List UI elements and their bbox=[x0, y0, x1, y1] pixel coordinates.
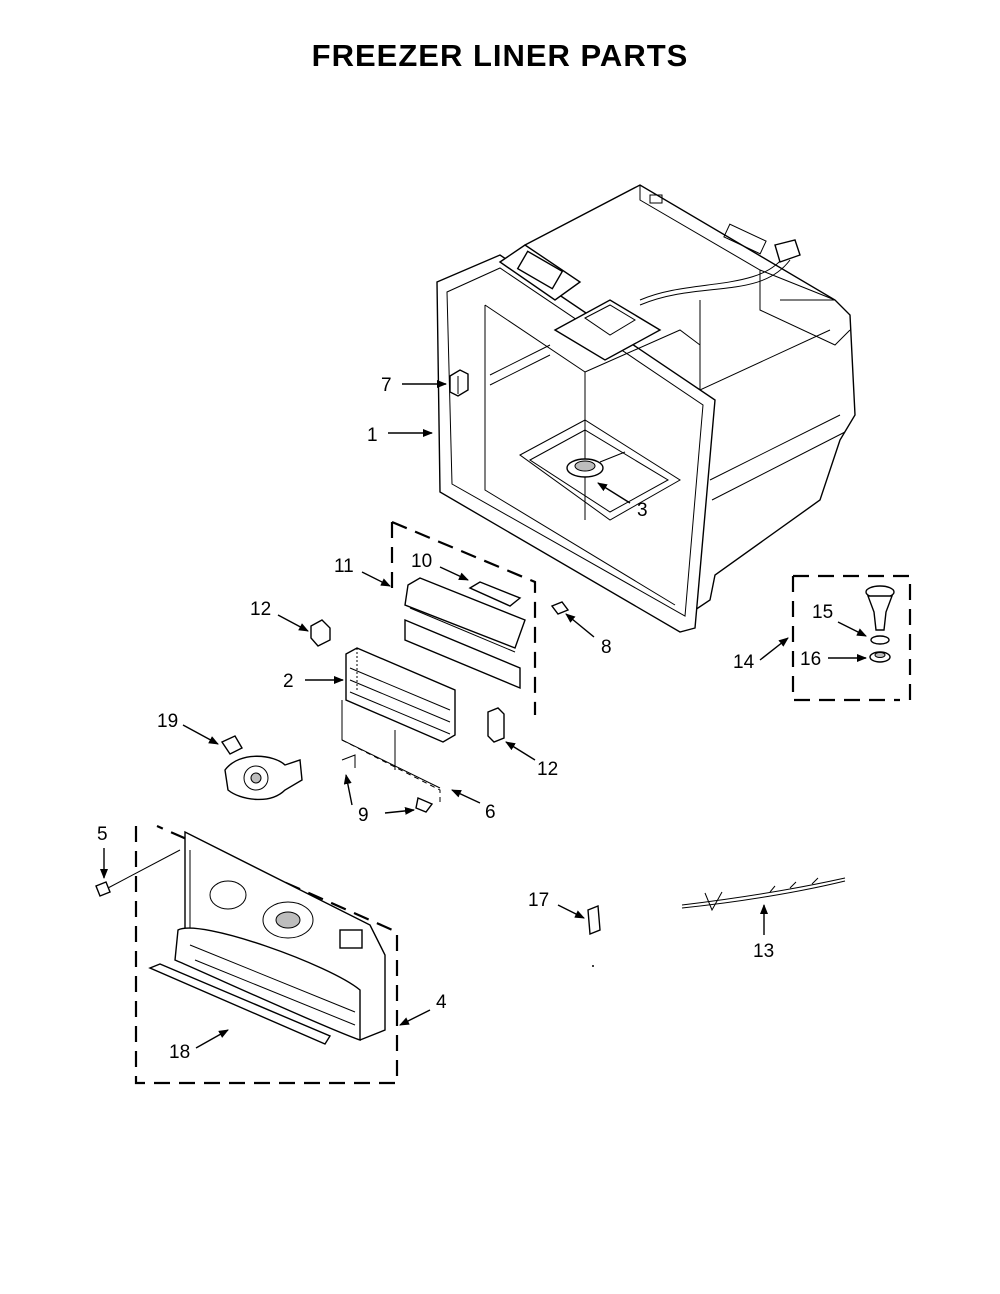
part-8-fitting bbox=[550, 601, 570, 615]
leader-14 bbox=[759, 637, 789, 661]
callout-13: 13 bbox=[753, 941, 774, 962]
part-12-clip-left bbox=[310, 619, 331, 647]
callout-7: 7 bbox=[381, 375, 392, 396]
callout-19: 19 bbox=[157, 711, 178, 732]
part-12-clip-right bbox=[487, 707, 505, 743]
part-18-trim-strip bbox=[148, 963, 332, 1045]
leader-10 bbox=[439, 566, 469, 581]
callout-18: 18 bbox=[169, 1042, 190, 1063]
leader-18 bbox=[195, 1029, 229, 1049]
part-5-screw bbox=[95, 849, 181, 897]
group-4-outline bbox=[134, 824, 399, 1085]
callout-8: 8 bbox=[601, 637, 612, 658]
part-2-evaporator bbox=[345, 647, 456, 743]
leader-6 bbox=[451, 789, 481, 804]
callout-1: 1 bbox=[367, 425, 378, 446]
leader-19 bbox=[182, 724, 219, 745]
part-17-connector bbox=[587, 904, 601, 967]
callout-14: 14 bbox=[733, 652, 755, 673]
leader-17 bbox=[557, 904, 585, 919]
leader-9-b bbox=[384, 806, 415, 815]
part-13-wire-harness bbox=[681, 877, 846, 912]
callout-9: 9 bbox=[358, 805, 369, 826]
callout-12-left: 12 bbox=[250, 599, 271, 620]
leader-12-left bbox=[277, 614, 309, 632]
leader-3 bbox=[597, 482, 631, 504]
leader-12-right bbox=[505, 741, 536, 761]
part-16-grommet bbox=[869, 651, 891, 663]
group-11-outline bbox=[390, 520, 537, 715]
leader-9-a bbox=[343, 774, 353, 806]
callout-5: 5 bbox=[97, 824, 108, 845]
part-19-fan-bracket bbox=[220, 735, 303, 801]
leader-8 bbox=[565, 613, 595, 638]
callout-17: 17 bbox=[528, 890, 549, 911]
callout-15: 15 bbox=[812, 602, 833, 623]
leader-15 bbox=[837, 621, 867, 637]
callout-4: 4 bbox=[436, 992, 447, 1013]
page-title: FREEZER LINER PARTS bbox=[311, 38, 689, 73]
callout-6: 6 bbox=[485, 802, 496, 823]
callout-10: 10 bbox=[411, 551, 432, 572]
group-14-outline bbox=[791, 574, 912, 702]
callout-16: 16 bbox=[800, 649, 821, 670]
part-10-cover bbox=[404, 577, 526, 690]
part-15-filter-head bbox=[865, 585, 895, 645]
leader-4 bbox=[399, 1009, 431, 1026]
leader-11 bbox=[361, 571, 391, 587]
part-4-fan-cover bbox=[174, 830, 386, 1041]
callout-2: 2 bbox=[283, 671, 294, 692]
callout-3: 3 bbox=[637, 500, 648, 521]
part-7-clip bbox=[449, 369, 469, 397]
freezer-liner bbox=[436, 184, 856, 633]
part-6-panel bbox=[341, 700, 441, 813]
callout-12-right: 12 bbox=[537, 759, 558, 780]
callout-11: 11 bbox=[334, 556, 354, 577]
